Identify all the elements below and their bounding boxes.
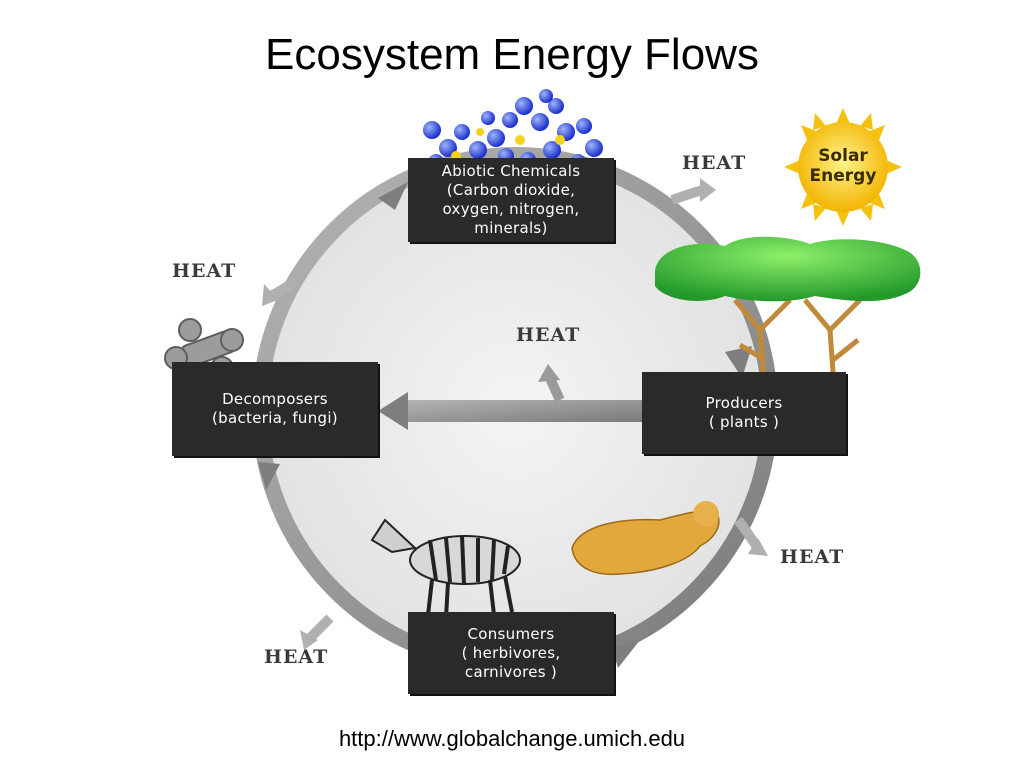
producers-line-2: ( plants ) [708, 413, 780, 431]
consumers-line-1: Consumers [467, 624, 555, 643]
source-url: http://www.globalchange.umich.edu [338, 726, 686, 751]
heat-label-left: HEAT [172, 260, 237, 282]
consumers-line-3: carnivores ) [464, 662, 558, 681]
abiotic-line-3: oxygen, nitrogen, [442, 200, 580, 218]
heat-label-top-right: HEAT [682, 152, 747, 174]
node-abiotic-chemicals: Abiotic Chemicals (Carbon dioxide, oxyge… [408, 158, 614, 242]
producers-line-1: Producers [705, 394, 783, 412]
node-consumers: Consumers ( herbivores, carnivores ) [408, 612, 614, 694]
cycle-arrowheads [258, 182, 752, 668]
node-producers: Producers ( plants ) [642, 372, 846, 454]
decomposers-line-1: Decomposers [222, 390, 328, 408]
sun-icon [784, 108, 902, 226]
heat-branch-heads [262, 178, 768, 650]
solar-line-1: Solar [818, 146, 868, 166]
heat-label-bottom-right: HEAT [780, 546, 845, 568]
arrowhead-to-abiotic [378, 182, 408, 210]
arrowhead-to-consumers [612, 640, 640, 668]
abiotic-line-1: Abiotic Chemicals [441, 162, 581, 180]
solar-line-2: Energy [809, 166, 877, 186]
heat-label-center: HEAT [516, 324, 581, 346]
abiotic-line-2: (Carbon dioxide, [446, 181, 576, 199]
decomposers-line-2: (bacteria, fungi) [212, 409, 338, 427]
heat-label-bottom-left: HEAT [264, 646, 329, 668]
arrowhead-to-producers [725, 346, 752, 378]
page-title: Ecosystem Energy Flows [265, 30, 759, 79]
arrowhead-to-decomposers [258, 462, 280, 490]
zebra-icon [370, 518, 521, 619]
lion-icon [571, 501, 720, 576]
abiotic-line-4: minerals) [474, 219, 548, 237]
consumers-line-2: ( herbivores, [461, 643, 561, 662]
producers-to-decomposers-arrow [378, 364, 645, 430]
node-decomposers: Decomposers (bacteria, fungi) [172, 362, 378, 456]
solar-energy-label: Solar Energy [803, 146, 883, 186]
